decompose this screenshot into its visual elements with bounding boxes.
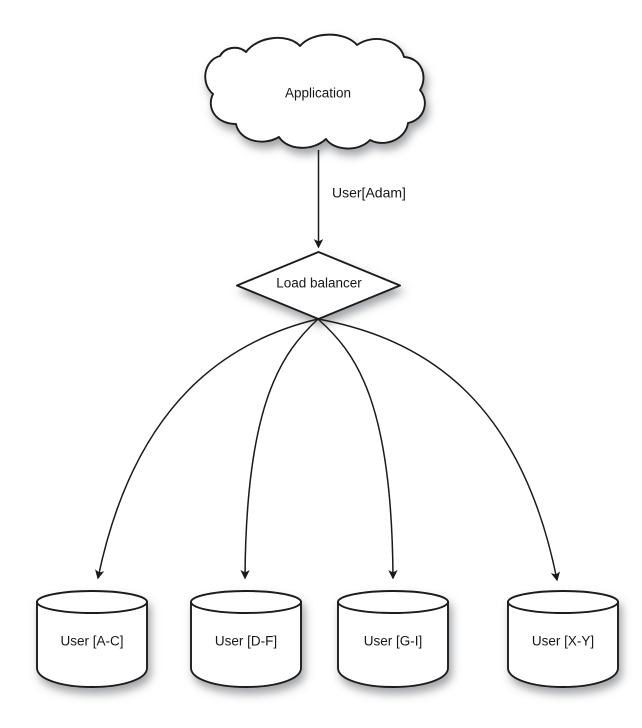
- cylinder-body-1: [36, 601, 148, 688]
- shard-label-1: User [A-C]: [60, 634, 123, 649]
- shard-label-4: User [X-Y]: [532, 634, 594, 649]
- edges-load-balancer-to-shards: [95, 318, 561, 582]
- application-cloud-node: Application: [204, 33, 426, 150]
- edge-label-user-adam: User[Adam]: [332, 185, 406, 201]
- cylinder-top-4: [507, 590, 619, 614]
- cylinder-top-3: [337, 590, 449, 614]
- cloud-label: Application: [285, 86, 351, 101]
- edge-application-to-load-balancer: User[Adam]: [313, 150, 406, 249]
- database-shard-4: User [X-Y]: [507, 590, 619, 688]
- database-shard-2: User [D-F]: [190, 590, 302, 688]
- edge-lb-to-shard-4: [317, 318, 561, 582]
- edge-lb-to-shard-2: [240, 318, 319, 580]
- cylinder-body-3: [337, 601, 449, 688]
- edge-lb-to-shard-3: [317, 318, 398, 580]
- cylinder-body-4: [507, 601, 619, 688]
- load-balancer-node: Load balancer: [236, 251, 401, 320]
- cylinder-body-2: [190, 601, 302, 688]
- load-balancer-label: Load balancer: [276, 276, 362, 291]
- edge-lb-to-shard-1: [95, 318, 319, 580]
- database-shard-3: User [G-I]: [337, 590, 449, 688]
- cloud-shape: [204, 33, 426, 150]
- cylinder-top-1: [36, 590, 148, 614]
- shard-label-3: User [G-I]: [364, 634, 423, 649]
- shard-label-2: User [D-F]: [215, 634, 277, 649]
- cylinder-top-2: [190, 590, 302, 614]
- database-shard-1: User [A-C]: [36, 590, 148, 688]
